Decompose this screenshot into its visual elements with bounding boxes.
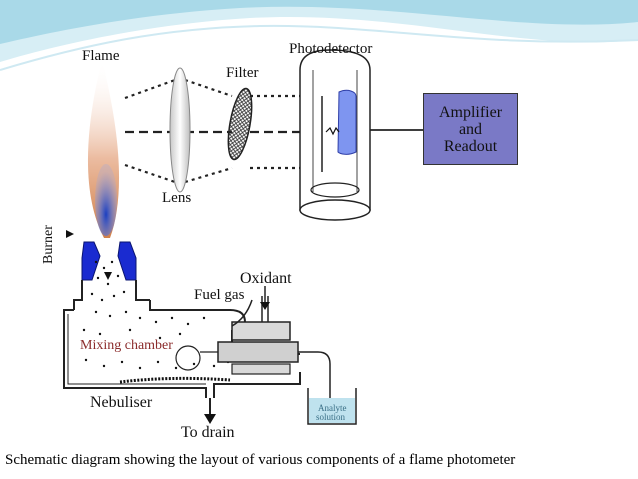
nebuliser-label: Nebuliser [90, 394, 153, 411]
analyte-beaker [307, 388, 357, 425]
filter [227, 87, 253, 161]
photodetector [299, 49, 371, 221]
condensate-layer [119, 376, 231, 384]
analyte-label-line1: Analyte [318, 403, 347, 413]
nebuliser [175, 296, 299, 375]
to-drain-label: To drain [181, 424, 235, 441]
analyte-label-line2: solution [316, 412, 346, 422]
header-wave [0, 0, 638, 71]
flame [87, 60, 120, 238]
lens [169, 67, 191, 193]
fuel-gas-label: Fuel gas [194, 287, 245, 303]
photodetector-label: Photodetector [289, 41, 373, 57]
burner [66, 230, 150, 310]
light-beams [124, 78, 320, 184]
mixing-chamber-label: Mixing chamber [80, 338, 173, 353]
oxidant-label: Oxidant [240, 270, 292, 287]
oxidant-arrow [260, 286, 270, 310]
amplifier-readout-box: Amplifier and Readout [423, 93, 518, 165]
aerosol-particles [82, 260, 230, 370]
amplifier-line3: Readout [443, 137, 498, 155]
capillary-tube [298, 351, 331, 412]
amplifier-line1: Amplifier [438, 103, 503, 121]
amplifier-line2: and [458, 120, 483, 138]
drain-arrow [204, 398, 216, 424]
fuel-gas-inlet [231, 299, 253, 327]
filter-label: Filter [226, 65, 259, 81]
figure-caption: Schematic diagram showing the layout of … [5, 452, 516, 468]
flame-label: Flame [82, 48, 120, 64]
burner-label: Burner [41, 225, 56, 264]
lens-label: Lens [162, 190, 192, 206]
